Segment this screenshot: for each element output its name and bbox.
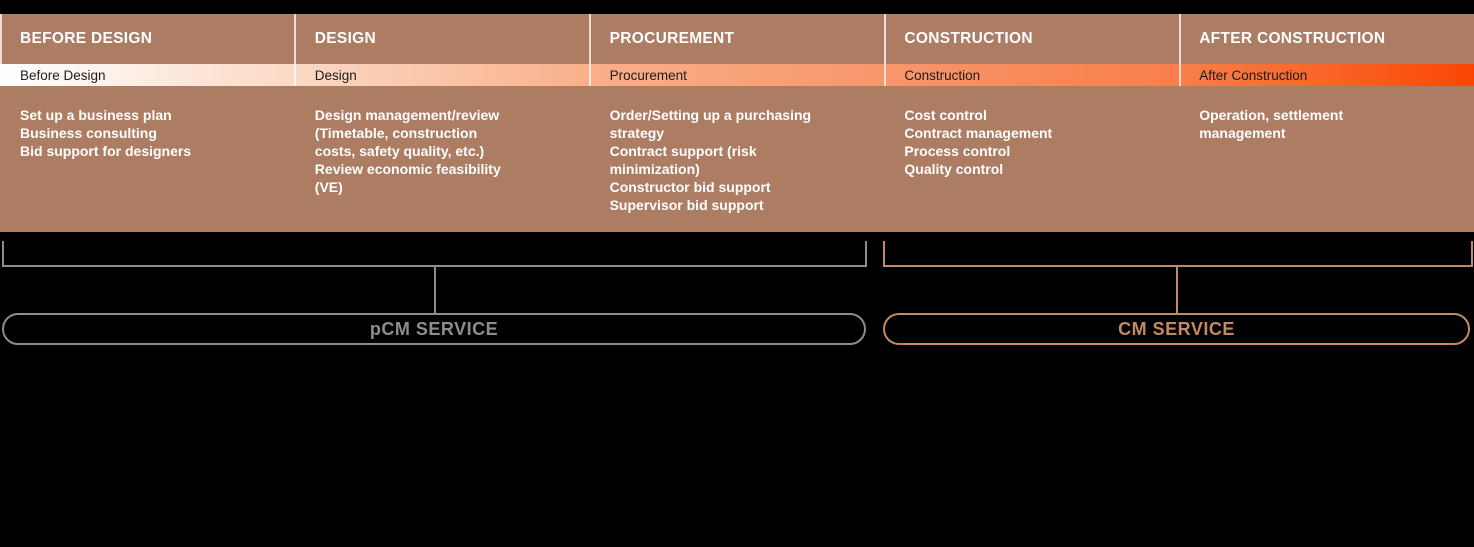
activity-line: management <box>1199 125 1286 141</box>
activity-line: Business consulting <box>20 125 157 141</box>
phase-header-label: AFTER CONSTRUCTION <box>1199 30 1386 47</box>
activity-line: Operation, settlement <box>1199 107 1344 123</box>
pcm-service-bracket <box>2 241 867 267</box>
phase-header-label: PROCUREMENT <box>609 30 735 47</box>
band-label: After Construction <box>1199 67 1308 83</box>
activity-line: strategy <box>609 125 665 141</box>
cm-service-label: CM SERVICE <box>1118 318 1235 339</box>
activity-line: Order/Setting up a purchasing <box>609 107 812 123</box>
activity-line: Design management/review <box>314 107 500 123</box>
phase-panel: BEFORE DESIGN DESIGN PROCUREMENT CONSTRU… <box>0 14 1474 232</box>
activity-line: Bid support for designers <box>20 143 192 159</box>
activity-line: Quality control <box>904 161 1004 177</box>
phase-header-label: DESIGN <box>314 30 377 47</box>
band-label-procurement: Procurement <box>590 64 885 86</box>
phase-header-label: BEFORE DESIGN <box>20 30 153 47</box>
activity-line: costs, safety quality, etc.) <box>314 143 485 159</box>
activities-construction: Cost control Contract management Process… <box>884 86 1179 232</box>
cm-service-bracket <box>883 241 1473 267</box>
column-divider <box>294 14 296 86</box>
band-label: Construction <box>904 67 981 83</box>
activity-line: Set up a business plan <box>20 107 172 123</box>
activity-line: Contract management <box>904 125 1053 141</box>
activities-procurement: Order/Setting up a purchasing strategy C… <box>590 86 885 232</box>
activity-line: minimization) <box>609 161 700 177</box>
cm-service-pill: CM SERVICE <box>883 313 1470 345</box>
pcm-service-pill: pCM SERVICE <box>2 313 866 345</box>
activity-line: (Timetable, construction <box>314 125 478 141</box>
band-label-before-design: Before Design <box>0 64 295 86</box>
phase-gradient-band: Before Design Design Procurement Constru… <box>0 64 1474 86</box>
band-label: Before Design <box>20 67 106 83</box>
activity-line: Constructor bid support <box>609 179 771 195</box>
activities-before-design: Set up a business plan Business consulti… <box>0 86 295 232</box>
activity-line: Cost control <box>904 107 987 123</box>
phase-activities-row: Set up a business plan Business consulti… <box>0 86 1474 232</box>
band-label-design: Design <box>295 64 590 86</box>
cm-service-connector-line <box>1176 267 1178 313</box>
band-label-construction: Construction <box>884 64 1179 86</box>
phase-header-label: CONSTRUCTION <box>904 30 1033 47</box>
phase-header-row: BEFORE DESIGN DESIGN PROCUREMENT CONSTRU… <box>0 14 1474 64</box>
activities-after-construction: Operation, settlement management <box>1179 86 1474 232</box>
band-label: Procurement <box>609 67 687 83</box>
phase-header-procurement: PROCUREMENT <box>590 14 885 64</box>
pcm-service-connector-line <box>434 267 436 313</box>
phase-header-before-design: BEFORE DESIGN <box>0 14 295 64</box>
column-divider <box>0 14 2 86</box>
activity-line: Contract support (risk <box>609 143 757 159</box>
band-label: Design <box>314 67 357 83</box>
activity-line: (VE) <box>314 179 343 195</box>
phase-header-design: DESIGN <box>295 14 590 64</box>
phase-header-after-construction: AFTER CONSTRUCTION <box>1179 14 1474 64</box>
column-divider <box>589 14 591 86</box>
column-divider <box>884 14 886 86</box>
activity-line: Review economic feasibility <box>314 161 501 177</box>
column-divider <box>1179 14 1181 86</box>
phase-header-construction: CONSTRUCTION <box>884 14 1179 64</box>
pcm-service-label: pCM SERVICE <box>369 318 499 339</box>
band-label-after-construction: After Construction <box>1179 64 1474 86</box>
activities-design: Design management/review (Timetable, con… <box>295 86 590 232</box>
activity-line: Process control <box>904 143 1011 159</box>
activity-line: Supervisor bid support <box>609 197 764 213</box>
